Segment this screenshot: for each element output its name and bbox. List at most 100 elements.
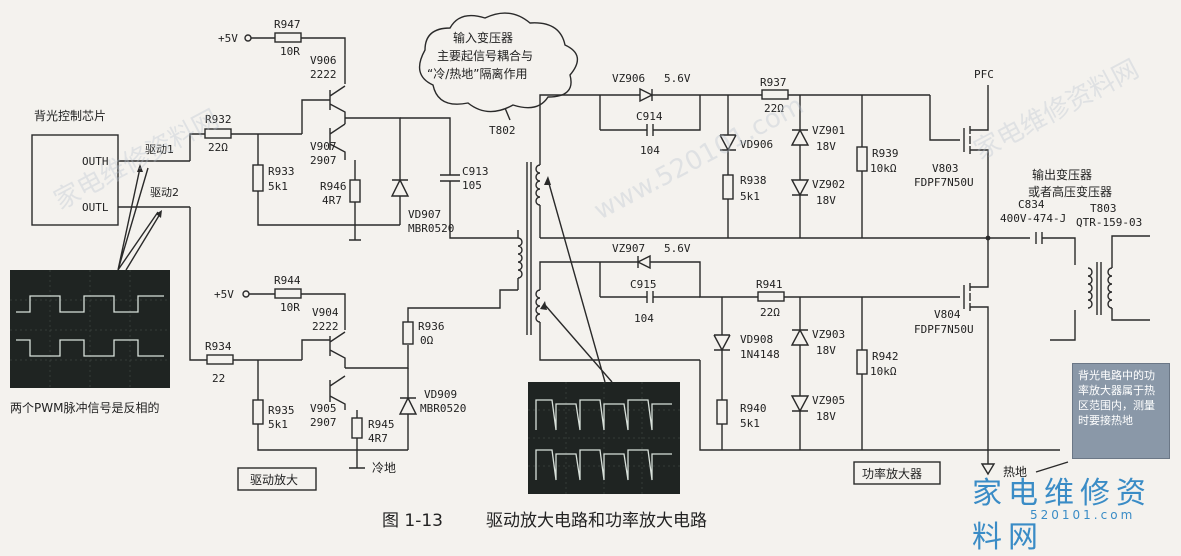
c913-capacitor (400, 117, 518, 239)
r936-val: 0Ω (420, 334, 434, 347)
v905-transistor (329, 375, 346, 410)
vd907-ref: VD907 (408, 208, 441, 221)
vd909-ref: VD909 (424, 388, 457, 401)
drive1-label: 驱动1 (145, 143, 174, 156)
vz901-val: 18V (816, 140, 836, 153)
pointer-lines (117, 167, 161, 271)
r941-resistor (757, 291, 785, 302)
figure-number: 图 1-13 (382, 511, 443, 531)
r939-resistor (856, 146, 868, 172)
r947-ref: R947 (274, 18, 301, 31)
r945-val: 4R7 (368, 432, 388, 445)
r942-ref: R942 (872, 350, 899, 363)
r937-ref: R937 (760, 76, 787, 89)
drive-amp-box (237, 467, 317, 491)
vz901-ref: VZ901 (812, 124, 845, 137)
vd909-diode (398, 368, 418, 450)
v803-mosfet (929, 85, 989, 238)
r934-ref: R934 (205, 340, 232, 353)
r946-resistor (349, 179, 361, 203)
vz906-val: 5.6V (664, 72, 691, 85)
r932-in-wire (189, 133, 205, 161)
v804-val: FDPF7N50U (914, 323, 974, 336)
vd906-diode (719, 95, 737, 175)
v904-transistor (301, 331, 346, 368)
bubble-line3: “冷/热地”隔离作用 (427, 66, 527, 81)
r944-ref: R944 (274, 274, 301, 287)
vz903-ref: VZ903 (812, 328, 845, 341)
r935-val: 5k1 (268, 418, 288, 431)
scope2-trace-a (535, 399, 672, 431)
c914-val: 104 (640, 144, 660, 157)
vd908-val: 1N4148 (740, 348, 780, 361)
vz902-ref: VZ902 (812, 178, 845, 191)
r934-resistor (206, 354, 234, 365)
vd907-diode (390, 178, 410, 225)
v904-ref: V904 (312, 306, 339, 319)
v803-val: FDPF7N50U (914, 176, 974, 189)
c913-val: 105 (462, 179, 482, 192)
vz907-ref: VZ907 (612, 242, 645, 255)
t803-primary (1087, 267, 1093, 309)
gate-top-leads (539, 94, 600, 238)
v905-ref: V905 (310, 402, 337, 415)
t803-val: QTR-159-03 (1076, 216, 1142, 229)
v907-val: 2907 (310, 154, 337, 167)
vz905-ref: VZ905 (812, 394, 845, 407)
r933-ref: R933 (268, 165, 295, 178)
c834-ref: C834 (1018, 198, 1045, 211)
r945-ref: R945 (368, 418, 395, 431)
ground-bus-top (257, 191, 400, 226)
out-transformer-line1: 输出变压器 (1032, 167, 1092, 182)
c914-capacitor (600, 95, 701, 136)
r933-val: 5k1 (268, 180, 288, 193)
r939-val: 10kΩ (870, 162, 897, 175)
t802-ref: T802 (489, 124, 516, 137)
v905-val: 2907 (310, 416, 337, 429)
scope1-screen (10, 270, 170, 388)
vz907-branch (599, 254, 930, 298)
r938-ref: R938 (740, 174, 767, 187)
scope2-trace-b (535, 449, 672, 481)
r938-resistor (722, 174, 734, 200)
control-chip-label: 背光控制芯片 (34, 109, 106, 123)
vd907-val: MBR0520 (408, 222, 454, 235)
v907-transistor (329, 123, 346, 160)
r941-val: 22Ω (760, 306, 780, 319)
vz903-vz905-pair (790, 297, 810, 450)
vz902-val: 18V (816, 194, 836, 207)
c915-val: 104 (634, 312, 654, 325)
c915-capacitor (600, 291, 700, 303)
r942-val: 10kΩ (870, 365, 897, 378)
t802-primary (517, 237, 523, 279)
r936-ref: R936 (418, 320, 445, 333)
vz901-vz902-pair (790, 95, 810, 238)
r937-resistor (761, 89, 789, 100)
vz907-val: 5.6V (664, 242, 691, 255)
scope2-pointers (544, 179, 613, 383)
scope1-trace-a (16, 295, 164, 313)
r934-in-wire (189, 207, 207, 361)
site-logo: 家电维修资料网 520101.com (960, 468, 1175, 555)
watermark-2: www.520101.com (589, 90, 809, 226)
vcc-top-label: +5V (218, 32, 238, 45)
v904-val: 2222 (312, 320, 339, 333)
v906-ref: V906 (310, 54, 337, 67)
r944-out-wire (301, 293, 346, 330)
emitter-node-bottom (345, 345, 409, 369)
r935-resistor (252, 399, 264, 425)
vz905-val: 18V (816, 410, 836, 423)
bubble-cloud (418, 12, 578, 113)
watermark-3: 家电维修资料网 (969, 54, 1144, 166)
r936-out-wire (407, 289, 518, 322)
mid-bus-c834 (540, 232, 1076, 244)
scope1-grid (10, 270, 170, 388)
pwm-note: 两个PWM脉冲信号是反相的 (10, 400, 159, 415)
vd906-ref: VD906 (740, 138, 773, 151)
r937-val: 22Ω (764, 102, 784, 115)
hot-ground-pointer (1035, 461, 1069, 473)
t803-secondary-leads (1111, 235, 1150, 321)
r940-resistor (716, 399, 728, 425)
vd909-val: MBR0520 (420, 402, 466, 415)
t802-core (526, 162, 532, 335)
